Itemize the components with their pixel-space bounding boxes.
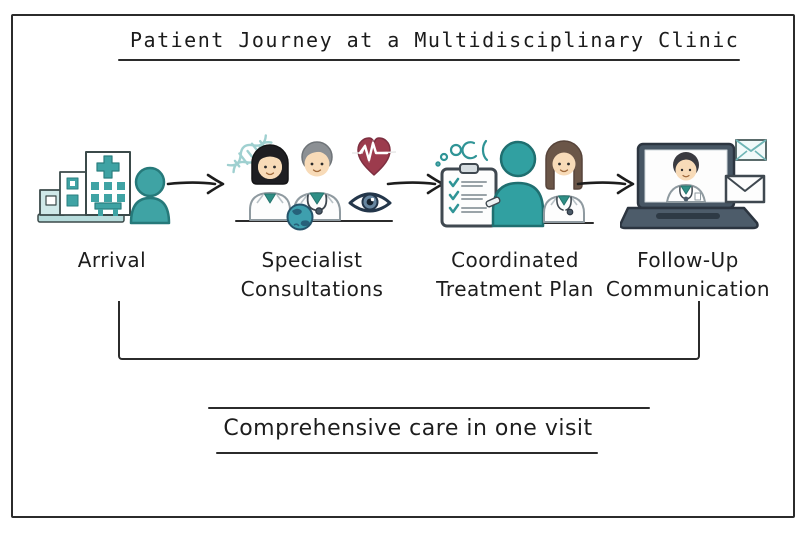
male-doctor-icon [293, 141, 341, 221]
molecule-icon [435, 139, 489, 167]
doctor-on-screen-icon [666, 152, 706, 203]
patient-icon [129, 166, 171, 225]
envelope-icon [735, 139, 767, 161]
arrow-right-icon [576, 173, 635, 195]
globe-icon [286, 203, 314, 231]
caption-underline [216, 452, 598, 454]
eye-icon [348, 192, 392, 213]
coordinated-treatment-plan-illustration [435, 139, 594, 228]
female-doctor-icon [543, 140, 585, 223]
title-underline [118, 59, 740, 61]
female-doctor-icon [249, 144, 291, 221]
stage-label-coordinated-treatment-plan: Coordinated Treatment Plan [436, 248, 594, 301]
arrow-right-icon [166, 173, 225, 195]
grouping-bracket [118, 301, 700, 360]
hospital-icon [37, 151, 131, 223]
follow-up-communication-illustration [620, 139, 767, 230]
laptop-keyboard-slot [656, 213, 720, 219]
page-title: Patient Journey at a Multidisciplinary C… [130, 28, 740, 52]
caption-overline [208, 407, 650, 409]
specialist-consultations-illustration [226, 134, 397, 231]
envelope-icon [724, 174, 766, 204]
laptop-video-call-icon [636, 142, 736, 210]
border-frame [11, 14, 795, 518]
caption-text: Comprehensive care in one visit [223, 416, 593, 441]
clipboard-checklist-icon [440, 163, 498, 228]
arrival-stage-illustration [37, 151, 171, 225]
stage-label-specialist-consultations: Specialist Consultations [240, 248, 384, 301]
stage-label-arrival: Arrival [77, 248, 147, 272]
patient-silhouette-icon [485, 140, 545, 228]
heartbeat-heart-icon [352, 137, 397, 176]
stage-label-follow-up-communication: Follow-Up Communication [605, 248, 771, 301]
